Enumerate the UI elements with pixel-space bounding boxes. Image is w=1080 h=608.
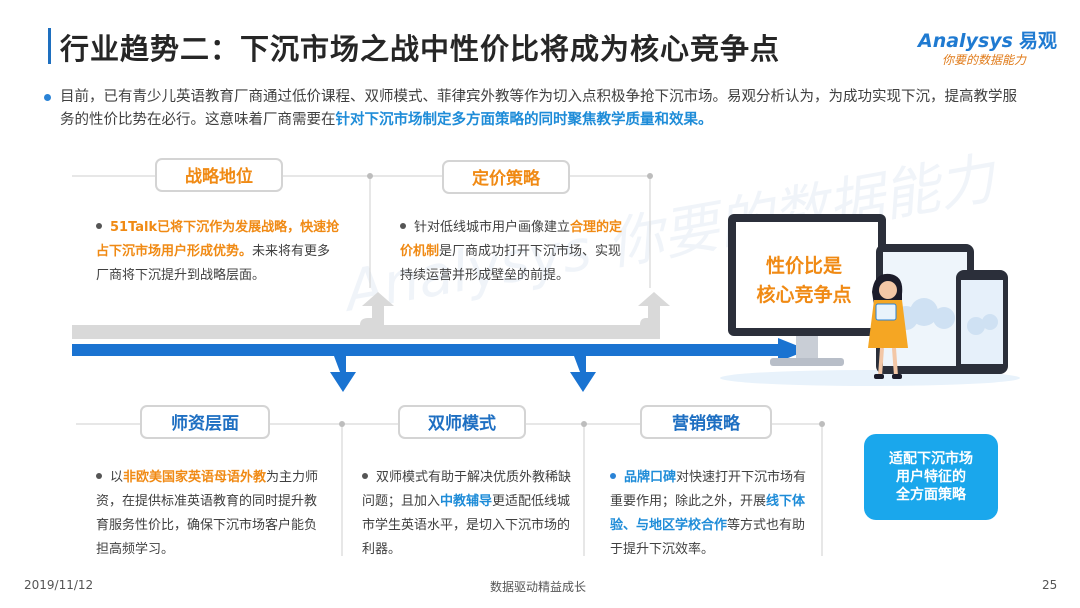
footer-date: 2019/11/12	[24, 578, 94, 592]
card-body: 是厂商成功打开下沉市场、实现持续运营并形成壁垒的前提。	[400, 244, 622, 283]
bullet-dot	[400, 222, 406, 229]
person-head	[879, 281, 897, 299]
card-text-dual-teacher: 双师模式有助于解决优质外教稀缺问题；且加入中教辅导更适配低线城市学生英语水平，是…	[362, 466, 574, 562]
intro-bullet	[44, 94, 51, 101]
person-shoe	[892, 374, 902, 379]
card-body: 针对低线城市用户画像建立	[414, 220, 571, 235]
page-title: 行业趋势二：下沉市场之战中性价比将成为核心竞争点	[60, 32, 781, 66]
card-title-dual-teacher: 双师模式	[398, 405, 526, 439]
logo-brand-cn: 易观	[1018, 30, 1057, 52]
summary-line: 用户特征的	[896, 469, 966, 485]
bullet-dot	[96, 222, 102, 229]
bullet-dot	[362, 472, 368, 479]
separator-dot	[339, 421, 345, 427]
monitor-base	[770, 358, 844, 366]
card-title-strategy: 战略地位	[155, 158, 283, 192]
separator-dot	[647, 173, 653, 179]
card-body: 更适配低线城市学生英语水平，是切入下沉市场的利器。	[362, 494, 571, 557]
footer-slogan: 数据驱动精益成长	[490, 580, 587, 594]
cloud-shape	[967, 317, 985, 335]
cloud-shape	[933, 307, 955, 329]
card-highlight: 非欧美国家英语母语外教	[123, 470, 267, 485]
page-number: 25	[1042, 578, 1058, 592]
screen-text-line: 性价比是	[765, 255, 842, 277]
cloud-shape	[910, 298, 938, 326]
person-tablet	[875, 303, 897, 321]
card-title-marketing: 营销策略	[640, 405, 772, 439]
card-title-teachers: 师资层面	[140, 405, 270, 439]
card-body: 未来将有更多厂商将下沉提升到战略层面。	[96, 244, 331, 283]
gray-arrow-band	[72, 325, 652, 339]
blue-down-arrow	[330, 356, 356, 392]
logo-tagline: 你要的数据能力	[942, 53, 1027, 67]
card-text-marketing: 品牌口碑对快速打开下沉市场有重要作用；除此之外，开展线下体验、与地区学校合作等方…	[610, 466, 810, 562]
bullet-dot	[610, 472, 616, 479]
card-title-pricing: 定价策略	[442, 160, 570, 194]
card-highlight: 线下体验、与地区学校合作	[610, 494, 806, 533]
intro-paragraph: 目前，已有青少儿英语教育厂商通过低价课程、双师模式、菲律宾外教等作为切入点积极争…	[44, 86, 1020, 132]
separator-dot	[581, 421, 587, 427]
card-highlight: 中教辅导	[440, 494, 493, 509]
card-body: 等方式也有助于提升下沉效率。	[610, 518, 806, 557]
person-leg	[892, 347, 898, 377]
title-accent-bar	[48, 28, 51, 64]
summary-box: 适配下沉市场 用户特征的 全方面策略	[864, 434, 998, 520]
card-text-pricing: 针对低线城市用户画像建立合理的定价机制是厂商成功打开下沉市场、实现持续运营并形成…	[400, 216, 630, 288]
card-highlight: 51Talk已将下沉作为发展战略，快速抢占下沉市场用户形成优势。	[96, 220, 340, 259]
summary-line: 适配下沉市场	[889, 451, 973, 467]
screen-core-text: 性价比是 核心竞争点	[744, 252, 864, 310]
screen-text-line: 核心竞争点	[756, 284, 852, 306]
blue-arrow-band	[72, 344, 780, 356]
separator-dot	[819, 421, 825, 427]
blue-down-arrow	[570, 356, 596, 392]
summary-line: 全方面策略	[896, 487, 966, 503]
card-text-strategy: 51Talk已将下沉作为发展战略，快速抢占下沉市场用户形成优势。未来将有更多厂商…	[96, 216, 342, 288]
person-shoe	[874, 374, 884, 379]
card-body: 为主力师资，在提供标准英语教育的同时提升教育服务性价比，确保下沉市场客户能负担高…	[96, 470, 319, 557]
card-highlight: 合理的定价机制	[400, 220, 623, 259]
bullet-dot	[96, 472, 102, 479]
monitor-screen	[736, 222, 878, 328]
intro-highlight: 针对下沉市场制定多方面策略的同时聚焦教学质量和效果。	[335, 112, 713, 128]
separator-dot	[367, 173, 373, 179]
logo-brand-en: Analysys	[918, 30, 1013, 52]
blue-arrow-head	[778, 338, 808, 362]
person-leg	[878, 347, 884, 377]
card-body: 双师模式有助于解决优质外教稀缺问题；且加入	[362, 470, 572, 509]
monitor-neck	[796, 336, 818, 360]
card-body: 以	[110, 470, 124, 485]
card-highlight: 品牌口碑	[624, 470, 677, 485]
card-text-teachers: 以非欧美国家英语母语外教为主力师资，在提供标准英语教育的同时提升教育服务性价比，…	[96, 466, 326, 562]
gray-up-arrow	[360, 292, 394, 325]
card-body: 对快速打开下沉市场有重要作用；除此之外，开展	[610, 470, 807, 509]
cloud-shape	[982, 314, 998, 330]
intro-text: 目前，已有青少儿英语教育厂商通过低价课程、双师模式、菲律宾外教等作为切入点积极争…	[60, 89, 1017, 128]
gray-up-arrow	[638, 292, 670, 339]
device-illustration	[720, 214, 1020, 386]
